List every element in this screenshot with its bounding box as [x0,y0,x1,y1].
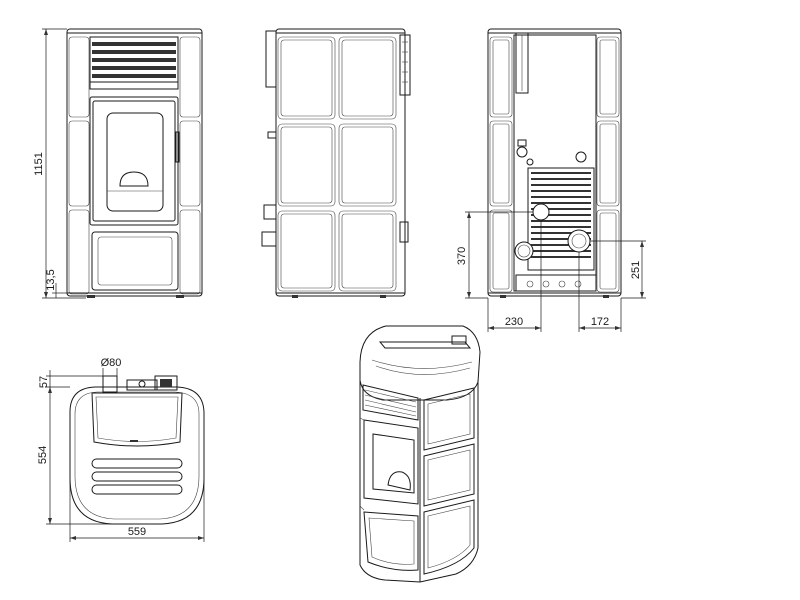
depth-label: 554 [37,446,49,464]
top-view: Ø80 57 554 559 [37,357,205,542]
width-label: 559 [128,526,146,538]
top-grille [89,36,179,90]
rear-view: 370 251 230 172 [456,28,646,332]
side-view [261,28,411,298]
rear-vent-grid [527,167,595,271]
front-view: 1151 13,5 [33,28,203,299]
front-door [89,96,180,226]
inlet-height-label: 251 [630,261,642,279]
rear-projection-label: 57 [38,376,50,388]
outlet-height-label: 370 [456,247,468,265]
feet-height-label: 13,5 [45,269,57,290]
perspective-view [359,325,481,583]
outlet-offset-label: 230 [505,316,523,328]
inlet-offset-label: 172 [591,316,609,328]
height-total-label: 1151 [33,152,45,176]
flue-diameter-label: Ø80 [101,357,122,369]
